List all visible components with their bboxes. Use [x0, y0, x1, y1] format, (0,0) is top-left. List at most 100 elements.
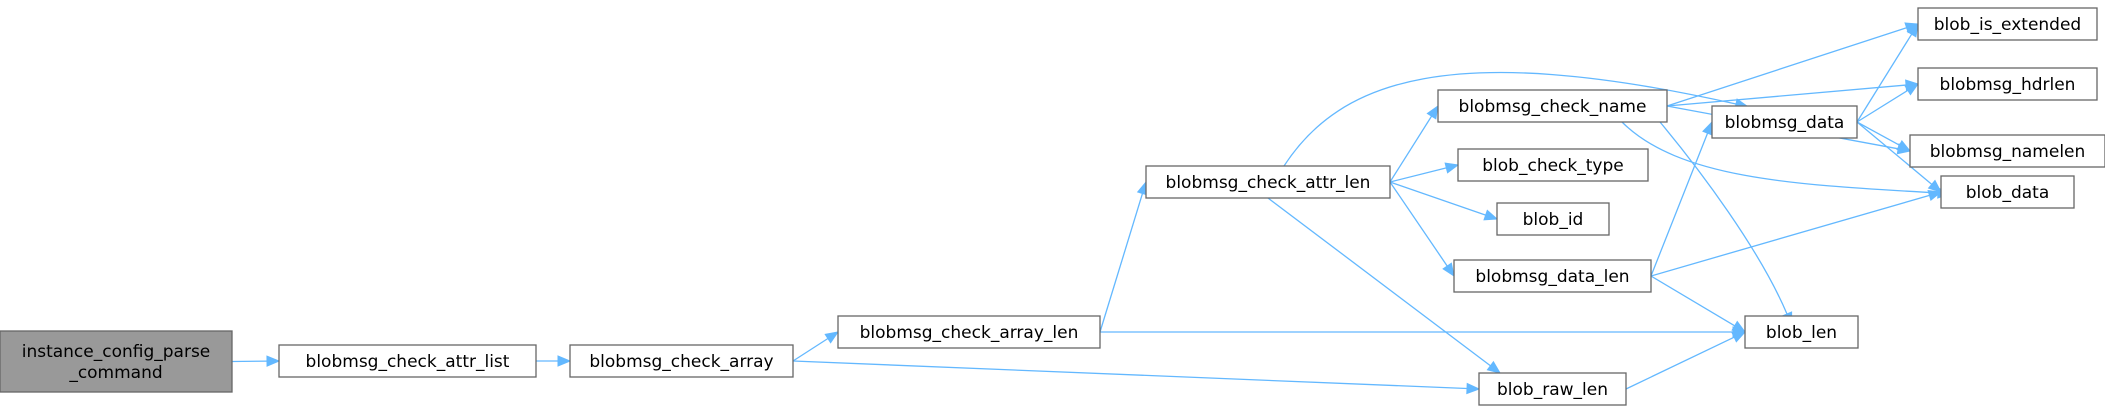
- node-box: [569, 344, 794, 378]
- edge-arrowhead: [1702, 120, 1713, 136]
- nodes-layer: instance_config_parse_command blobmsg_che…: [0, 7, 2105, 406]
- node-box: [1940, 175, 2075, 209]
- node-blob-len[interactable]: blob_len: [1744, 315, 1859, 349]
- node-box: [1917, 67, 2098, 101]
- node-label: blob_is_extended: [1934, 15, 2081, 35]
- node-label: blobmsg_check_attr_list: [306, 352, 510, 372]
- edge-line: [1650, 132, 1709, 277]
- edge-line: [1099, 193, 1144, 333]
- edge-arrowhead: [1927, 179, 1942, 193]
- edge-line: [1659, 121, 1788, 315]
- node-blob-id[interactable]: blob_id: [1496, 202, 1610, 236]
- node-label: blob_id: [1523, 210, 1584, 230]
- edge-line: [1621, 121, 1939, 194]
- edge-arrowhead: [1904, 83, 1920, 96]
- edge-blobmsg-check-attr-len-to-blobmsg-data-len: [1389, 181, 1455, 278]
- node-blobmsg-check-attr-len[interactable]: blobmsg_check_attr_len: [1145, 165, 1391, 199]
- edge-blobmsg-data-to-blobmsg-namelen: [1856, 121, 1912, 152]
- node-blob-data[interactable]: blob_data: [1940, 175, 2075, 209]
- node-label: blobmsg_check_array: [589, 352, 773, 372]
- node-instance-config-parse-command[interactable]: instance_config_parse_command: [0, 330, 233, 393]
- edge-arrowhead: [1426, 104, 1439, 120]
- node-box: [1478, 372, 1627, 406]
- node-label: _command: [68, 363, 162, 383]
- edge-blobmsg-check-attr-list-to-blobmsg-check-array: [536, 355, 572, 367]
- edge-blobmsg-check-name-to-blob-is-extended: [1666, 22, 1920, 107]
- edge-line: [1650, 194, 1930, 277]
- edge-line: [1389, 181, 1486, 216]
- edge-blobmsg-check-array-to-blob-raw-len: [792, 360, 1481, 395]
- node-label: blobmsg_check_attr_len: [1166, 173, 1371, 193]
- edge-arrowhead: [1442, 262, 1455, 278]
- edge-line: [1856, 121, 1900, 146]
- edge-blobmsg-check-array-len-to-blob-len: [1100, 326, 1747, 338]
- node-blob-raw-len[interactable]: blob_raw_len: [1478, 372, 1627, 406]
- edge-line: [1856, 33, 1913, 123]
- edges-layer: [231, 22, 1952, 395]
- node-blobmsg-check-array[interactable]: blobmsg_check_array: [569, 344, 794, 378]
- node-label: blobmsg_hdrlen: [1940, 75, 2076, 95]
- node-blob-is-extended[interactable]: blob_is_extended: [1917, 7, 2098, 41]
- edge-line: [1283, 71, 1737, 167]
- node-blobmsg-check-array-len[interactable]: blobmsg_check_array_len: [837, 315, 1101, 349]
- edge-blobmsg-data-len-to-blobmsg-data: [1650, 120, 1713, 277]
- node-box: [1437, 89, 1668, 123]
- node-label: blobmsg_data: [1725, 113, 1845, 133]
- edge-line: [792, 360, 1468, 390]
- node-blobmsg-namelen[interactable]: blobmsg_namelen: [1909, 134, 2105, 168]
- node-box: [1744, 315, 1859, 349]
- node-label: instance_config_parse: [22, 342, 211, 362]
- edge-blobmsg-data-len-to-blob-data: [1650, 189, 1943, 277]
- node-label: blobmsg_namelen: [1930, 142, 2086, 162]
- edge-blobmsg-data-len-to-blob-len: [1650, 275, 1747, 333]
- edge-arrowhead: [1896, 139, 1912, 152]
- node-blob-check-type[interactable]: blob_check_type: [1457, 148, 1649, 182]
- edge-line: [1267, 197, 1491, 367]
- edge-line: [1650, 275, 1736, 327]
- edge-arrowhead: [1731, 320, 1747, 333]
- edge-blobmsg-check-array-len-to-blobmsg-check-attr-len: [1099, 180, 1148, 333]
- node-label: blobmsg_check_array_len: [860, 323, 1079, 343]
- edge-blobmsg-check-attr-len-to-blob-check-type: [1389, 162, 1460, 183]
- edge-line: [1389, 181, 1448, 267]
- edge-blobmsg-data-to-blob-data: [1856, 121, 1942, 193]
- edge-blobmsg-check-attr-len-to-blobmsg-check-name: [1389, 104, 1439, 183]
- node-label: blobmsg_data_len: [1475, 267, 1629, 287]
- node-box: [1917, 7, 2098, 41]
- edge-blobmsg-check-attr-len-to-blob-raw-len: [1267, 197, 1502, 374]
- node-box: [1711, 105, 1858, 139]
- edge-arrowhead: [1486, 360, 1502, 374]
- node-box: [1457, 148, 1649, 182]
- edge-blobmsg-check-name-to-blob-len: [1659, 121, 1793, 327]
- node-label: blob_raw_len: [1497, 380, 1608, 400]
- edge-arrowhead: [1927, 189, 1943, 202]
- edge-line: [792, 337, 829, 362]
- node-box: [1453, 259, 1652, 293]
- edge-arrowhead: [1906, 22, 1919, 38]
- node-box: [0, 330, 233, 393]
- node-blobmsg-check-attr-list[interactable]: blobmsg_check_attr_list: [278, 344, 537, 378]
- edge-line: [1666, 27, 1907, 107]
- edge-line: [1856, 121, 1933, 185]
- edge-line: [1666, 84, 1907, 107]
- edge-line: [1856, 89, 1909, 123]
- node-box: [837, 315, 1101, 349]
- node-blobmsg-data-len[interactable]: blobmsg_data_len: [1453, 259, 1652, 293]
- edge-line: [1625, 336, 1735, 390]
- node-blobmsg-hdrlen[interactable]: blobmsg_hdrlen: [1917, 67, 2098, 101]
- edge-arrowhead: [824, 331, 840, 344]
- edge-line: [1389, 115, 1433, 183]
- edge-blobmsg-data-to-blob-is-extended: [1856, 22, 1919, 123]
- edge-line: [1389, 167, 1447, 183]
- node-box: [1496, 202, 1610, 236]
- node-label: blob_len: [1766, 323, 1837, 343]
- node-blobmsg-check-name[interactable]: blobmsg_check_name: [1437, 89, 1668, 123]
- edge-arrowhead: [1466, 382, 1481, 395]
- edge-arrowhead: [266, 355, 281, 367]
- node-label: blobmsg_check_name: [1459, 97, 1647, 117]
- edge-blob-raw-len-to-blob-len: [1625, 331, 1747, 390]
- edge-arrowhead: [557, 355, 572, 367]
- node-blobmsg-data[interactable]: blobmsg_data: [1711, 105, 1858, 139]
- node-box: [1909, 134, 2105, 168]
